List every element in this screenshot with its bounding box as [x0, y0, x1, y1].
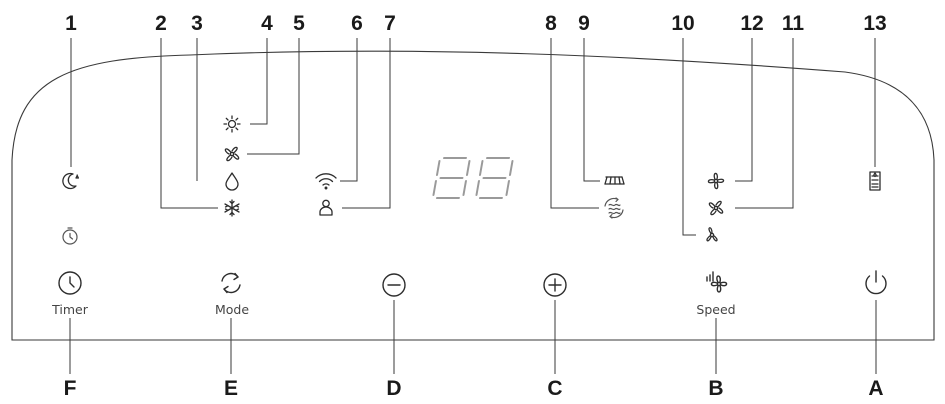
leader-6: [340, 38, 358, 182]
callout-2: 2: [155, 12, 167, 35]
callout-1: 1: [65, 12, 77, 35]
moon-star-icon: [62, 172, 80, 190]
digit-1: [432, 157, 471, 199]
minus-icon: [382, 273, 406, 297]
leader-8: [550, 38, 599, 209]
digit-display: [432, 157, 514, 199]
leader-4: [250, 38, 268, 125]
water-tank-icon: [869, 171, 881, 191]
snowflake-icon: [224, 199, 240, 217]
callout-F: F: [64, 377, 77, 400]
fan-low-icon: [706, 227, 718, 242]
sun-icon: [223, 115, 241, 133]
water-drop-icon: [225, 172, 239, 191]
leader-7: [342, 38, 391, 209]
callout-9: 9: [578, 12, 590, 35]
speed-button[interactable]: Speed: [696, 271, 736, 317]
power-button[interactable]: [865, 270, 887, 295]
callout-E: E: [224, 377, 238, 400]
callout-10: 10: [671, 12, 694, 35]
leader-12: [735, 38, 753, 182]
fan-icon: [224, 146, 240, 162]
person-icon: [319, 199, 333, 216]
callout-8: 8: [545, 12, 557, 35]
leader-2: [160, 38, 218, 209]
cycle-icon: [221, 272, 241, 294]
louver-icon: [604, 176, 625, 185]
callout-5: 5: [293, 12, 305, 35]
power-icon: [865, 275, 887, 295]
mode-button[interactable]: Mode: [215, 272, 249, 317]
fan-high-icon: [707, 172, 725, 190]
mode-label: Mode: [215, 302, 249, 317]
callout-13: 13: [863, 12, 886, 35]
leader-11: [735, 38, 794, 209]
plus-icon: [543, 273, 567, 297]
wifi-icon: [315, 173, 337, 190]
timer-indicator-icon: [62, 227, 78, 245]
plus-button[interactable]: [543, 273, 567, 297]
minus-button[interactable]: [382, 273, 406, 297]
callout-B: B: [708, 377, 723, 400]
callout-6: 6: [351, 12, 363, 35]
callout-3: 3: [191, 12, 203, 35]
digit-2: [475, 157, 514, 199]
leader-9: [583, 38, 600, 182]
timer-label: Timer: [51, 302, 89, 317]
timer-button[interactable]: Timer: [51, 271, 89, 317]
callout-C: C: [547, 377, 562, 400]
callout-D: D: [386, 377, 401, 400]
fan-mid-icon: [708, 200, 724, 216]
leader-10: [682, 38, 696, 236]
clock-icon: [58, 271, 82, 295]
callout-A: A: [868, 377, 883, 400]
callout-4: 4: [261, 12, 273, 35]
speed-label: Speed: [696, 302, 735, 317]
panel-outline: [11, 50, 935, 341]
swing-icon: [604, 197, 624, 219]
leader-5: [247, 38, 300, 155]
callout-12: 12: [740, 12, 763, 35]
fan-speed-icon: [706, 271, 728, 293]
callout-7: 7: [384, 12, 396, 35]
callout-11: 11: [782, 12, 805, 35]
